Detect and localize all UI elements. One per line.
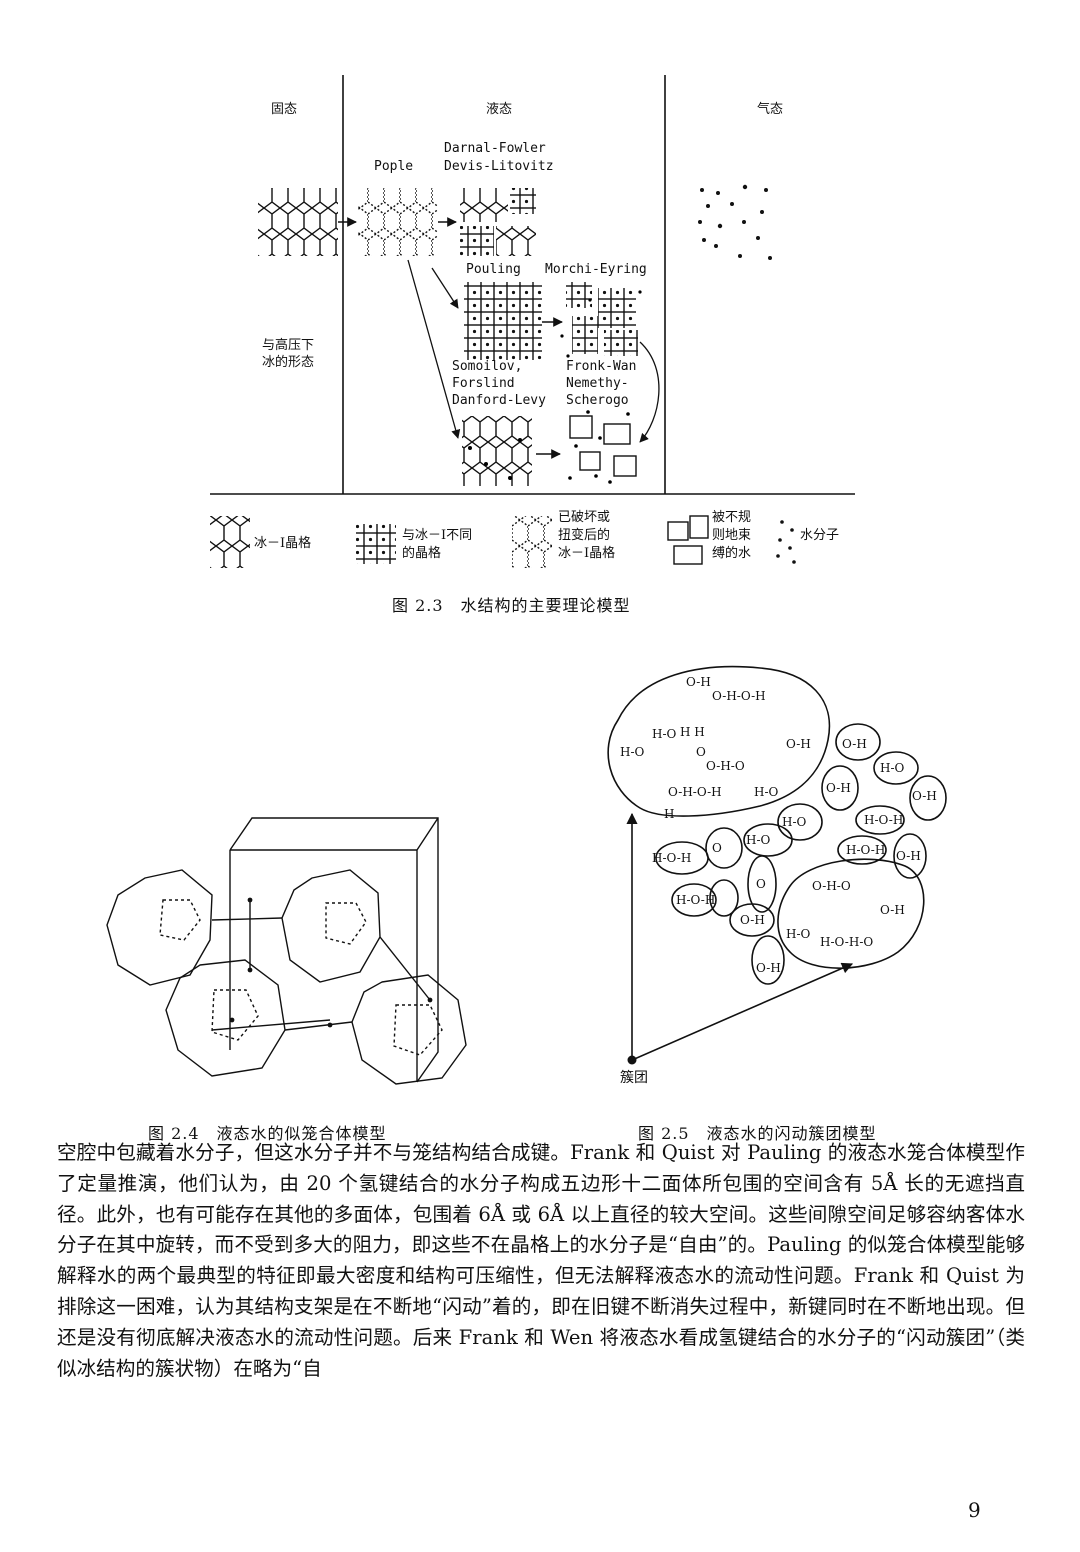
svg-text:H-O: H-O (754, 785, 779, 799)
label-pouling: Pouling (466, 262, 521, 277)
label-devis: Devis-Litovitz (444, 159, 554, 174)
svg-text:O: O (696, 745, 706, 759)
label-fronk: Fronk-Wan (566, 359, 637, 374)
legend-bound-label-2: 则地束 (712, 528, 752, 543)
svg-text:O-H: O-H (686, 675, 711, 689)
legend-molecule-icon (776, 520, 796, 564)
cluster-axis-label: 簇团 (620, 1070, 648, 1086)
svg-text:H: H (664, 807, 674, 821)
dodecahedron-cage (351, 974, 467, 1085)
svg-text:H-O-H: H-O-H (864, 813, 903, 827)
label-darnal: Darnal-Fowler (444, 141, 546, 156)
svg-text:H-O: H-O (880, 761, 905, 775)
label-nemethy: Nemethy- (566, 376, 629, 391)
legend-grid-icon (356, 524, 396, 564)
svg-text:O-H-O-H: O-H-O-H (712, 689, 766, 703)
origin-dot (627, 1055, 637, 1065)
dodecahedron-cage (165, 959, 286, 1077)
gas-molecules (698, 184, 772, 260)
svg-text:O-H: O-H (786, 737, 811, 751)
svg-text:H-O: H-O (782, 815, 807, 829)
label-forslind: Forslind (452, 376, 515, 391)
label-morchi: Morchi-Eyring (545, 262, 647, 277)
svg-text:O-H: O-H (912, 789, 937, 803)
svg-text:H-O-H: H-O-H (846, 843, 885, 857)
figure-2-3-caption: 图 2.3 水结构的主要理论模型 (392, 596, 631, 615)
cluster-boundary (777, 858, 925, 969)
left-note-2: 冰的形态 (262, 355, 315, 370)
legend-bound-water-icon (667, 515, 709, 565)
svg-text:H-O: H-O (746, 833, 771, 847)
svg-text:O-H-O-H: O-H-O-H (668, 785, 722, 799)
legend-ice-label: 冰－Ⅰ晶格 (254, 536, 312, 551)
legend-diff-label-1: 与冰－Ⅰ不同 (402, 528, 473, 543)
figure-2-4-drawing (106, 817, 467, 1085)
svg-text:O-H-O: O-H-O (706, 759, 745, 773)
svg-text:H-O-H: H-O-H (652, 851, 691, 865)
cluster-boundary (607, 665, 831, 817)
flickering-clusters-small (568, 410, 637, 484)
label-somoilov: Somoilov, (452, 359, 523, 374)
svg-text:O-H-O: O-H-O (812, 879, 851, 893)
col-solid-label: 固态 (271, 102, 298, 117)
figure-2-3-drawing (210, 75, 855, 568)
svg-text:O-H: O-H (740, 913, 765, 927)
svg-text:O-H: O-H (880, 903, 905, 917)
page-number: 9 (968, 1498, 981, 1522)
legend-molecule-label: 水分子 (800, 528, 840, 543)
pouling-grid (464, 282, 542, 360)
legend-bound-label-3: 缚的水 (712, 546, 752, 561)
body-paragraph: 空腔中包藏着水分子，但这水分子并不与笼结构结合成键。Frank 和 Quist … (57, 1138, 1025, 1384)
legend-broken-label-2: 扭变后的 (558, 528, 611, 543)
distorted-lattice (462, 416, 532, 486)
figure-2-4-caption: 图 2.4 液态水的似笼合体模型 (148, 1124, 387, 1143)
label-pople: Pople (374, 159, 414, 174)
svg-text:O: O (756, 877, 766, 891)
svg-text:H H: H H (680, 725, 705, 739)
left-note-1: 与高压下 (262, 338, 315, 353)
svg-text:O-H: O-H (842, 737, 867, 751)
svg-text:O-H: O-H (826, 781, 851, 795)
svg-text:O-H: O-H (756, 961, 781, 975)
body-paragraph-text: 空腔中包藏着水分子，但这水分子并不与笼结构结合成键。Frank 和 Quist … (57, 1141, 1025, 1380)
col-gas-label: 气态 (757, 102, 784, 117)
dodecahedron-cage (106, 869, 213, 986)
label-scherogo: Scherogo (566, 393, 629, 408)
svg-text:H-O: H-O (620, 745, 645, 759)
legend-ice-icon (210, 516, 250, 568)
legend-bound-label-1: 被不规 (712, 510, 752, 525)
svg-text:O-H: O-H (896, 849, 921, 863)
svg-text:H-O: H-O (786, 927, 811, 941)
svg-text:H-O-H-O: H-O-H-O (820, 935, 873, 949)
pople-lattice (358, 188, 438, 256)
figure-2-5-caption: 图 2.5 液态水的闪动簇团模型 (638, 1124, 877, 1143)
dodecahedron-cage (281, 869, 381, 983)
svg-text:H-O: H-O (652, 727, 677, 741)
label-danford: Danford-Levy (452, 393, 546, 408)
legend-broken-label-1: 已破坏或 (558, 510, 611, 525)
legend-distorted-icon (512, 516, 552, 568)
svg-text:H-O-H: H-O-H (676, 893, 715, 907)
col-liquid-label: 液态 (486, 102, 513, 117)
ice-lattice-solid (258, 188, 338, 256)
legend-broken-label-3: 冰－Ⅰ晶格 (558, 546, 616, 561)
legend-diff-label-2: 的晶格 (402, 546, 442, 561)
svg-text:O: O (712, 841, 722, 855)
